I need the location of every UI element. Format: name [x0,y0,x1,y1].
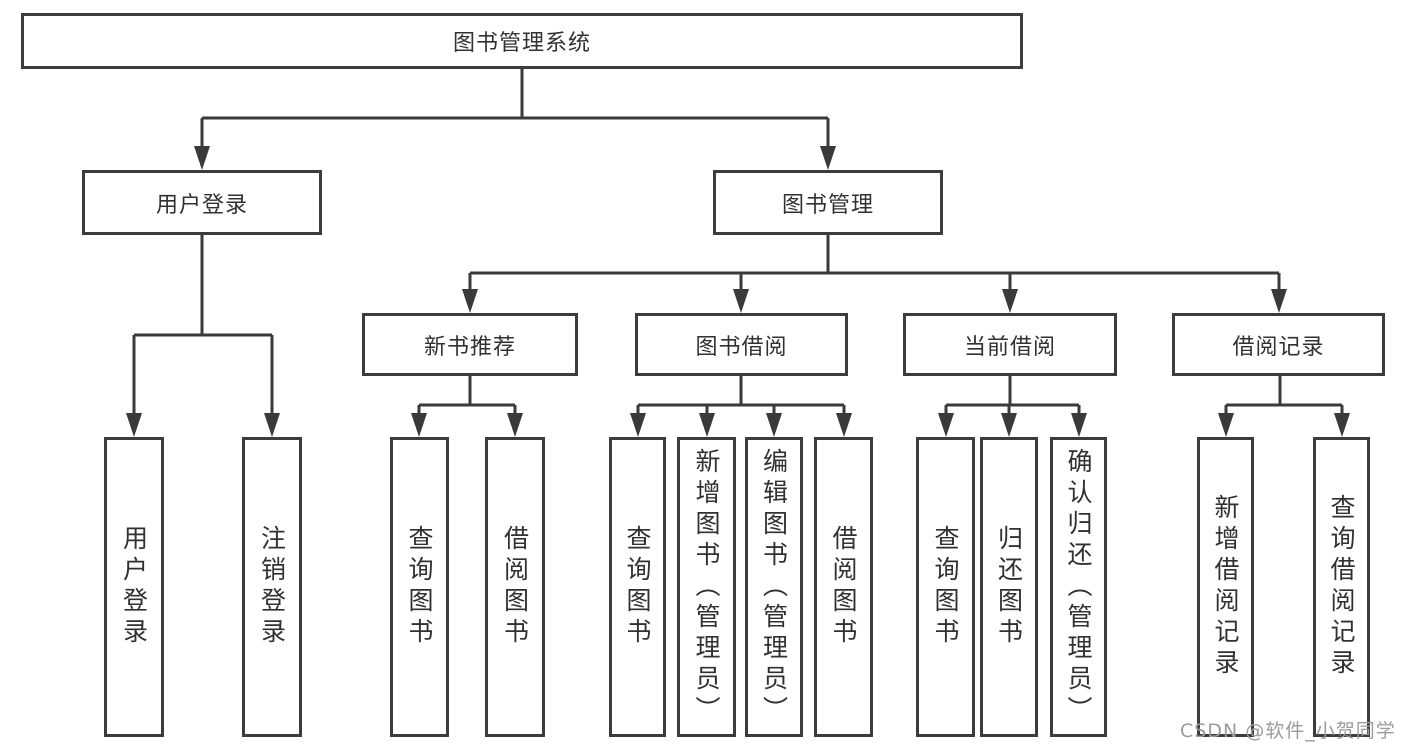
leaf-borrow-books-recommend: 借阅图书 [485,437,545,737]
leaf-query-books-current-label: 查询图书 [931,525,960,649]
node-book-management-label: 图书管理 [781,192,874,218]
leaf-borrow-books-label: 借阅图书 [829,525,858,649]
leaf-return-books-label: 归还图书 [994,525,1024,649]
node-book-management: 图书管理 [713,170,943,235]
leaf-user-login: 用户登录 [104,437,164,737]
leaf-logout: 注销登录 [242,437,302,737]
leaf-query-books-current: 查询图书 [916,437,975,737]
edge-user-login-branch [126,234,280,437]
leaf-add-borrow-record: 新增借阅记录 [1197,437,1254,737]
leaf-query-borrow-record: 查询借阅记录 [1313,437,1370,737]
leaf-add-books-admin-label: 新增图书（管理员） [692,447,721,727]
leaf-query-books-borrow-label: 查询图书 [623,525,652,649]
node-user-login-label: 用户登录 [155,192,248,218]
leaf-user-login-label: 用户登录 [119,525,149,649]
leaf-query-books-recommend: 查询图书 [390,437,449,737]
node-root-system: 图书管理系统 [21,13,1023,69]
leaf-add-borrow-record-label: 新增借阅记录 [1211,494,1240,680]
edge-borrow-records-branch [1218,375,1350,437]
node-current-borrow-label: 当前借阅 [963,334,1056,360]
node-root-system-label: 图书管理系统 [452,31,591,56]
csdn-watermark: CSDN @软件_小贺同学 [1180,720,1396,742]
leaf-logout-label: 注销登录 [257,525,287,649]
edge-root-to-level1 [194,68,836,170]
leaf-query-books-borrow: 查询图书 [609,437,666,737]
node-current-borrow: 当前借阅 [903,313,1117,376]
edge-current-borrow-branch [938,375,1087,437]
leaf-edit-books-admin: 编辑图书（管理员） [745,437,803,737]
edge-new-book-branch [411,375,523,437]
edge-book-borrow-branch [630,375,852,437]
node-book-borrow: 图书借阅 [635,313,848,376]
node-new-book-recommend-label: 新书推荐 [423,334,516,360]
leaf-edit-books-admin-label: 编辑图书（管理员） [759,447,789,727]
leaf-confirm-return-admin-label: 确认归还（管理员） [1064,447,1093,727]
node-new-book-recommend: 新书推荐 [362,313,578,376]
edge-book-management-to-level2 [462,234,1287,313]
node-borrow-records: 借阅记录 [1172,313,1385,376]
leaf-add-books-admin: 新增图书（管理员） [677,437,736,737]
node-book-borrow-label: 图书借阅 [695,334,788,360]
node-user-login: 用户登录 [82,170,322,235]
leaf-borrow-books-recommend-label: 借阅图书 [500,525,530,649]
node-borrow-records-label: 借阅记录 [1232,334,1325,360]
leaf-confirm-return-admin: 确认归还（管理员） [1050,437,1107,737]
leaf-query-borrow-record-label: 查询借阅记录 [1327,494,1356,680]
leaf-return-books: 归还图书 [980,437,1038,737]
leaf-query-books-recommend-label: 查询图书 [405,525,434,649]
leaf-borrow-books: 借阅图书 [814,437,873,737]
